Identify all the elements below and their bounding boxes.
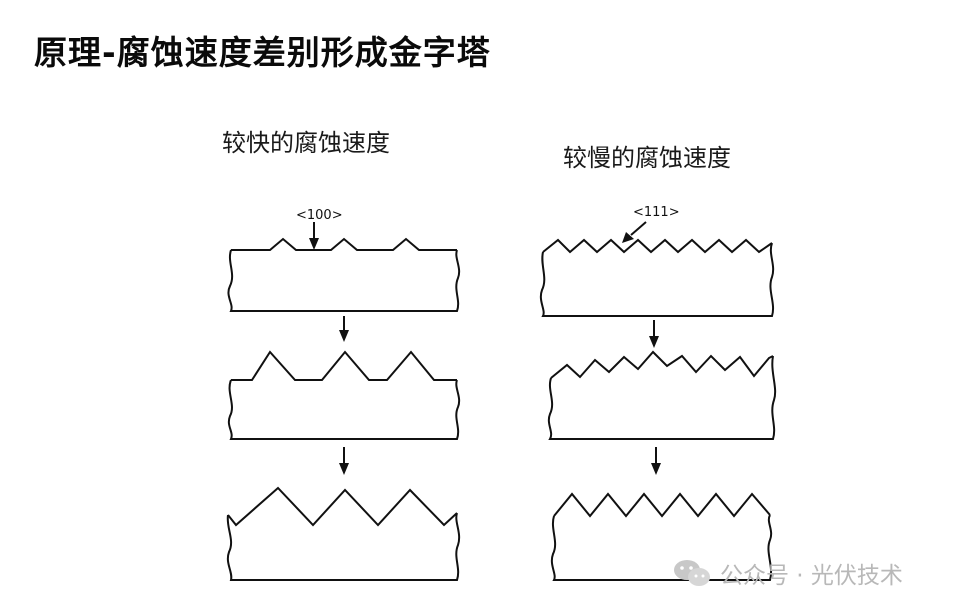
wechat-logo-icon (674, 560, 710, 586)
orientation-111-label: <111> (633, 205, 680, 220)
slow-etch-stage-3-block (550, 492, 773, 581)
fast-etch-rate-label: 较快的腐蚀速度 (222, 129, 390, 157)
fast-etch-flow-arrow-1 (339, 316, 349, 342)
page-title: 原理-腐蚀速度差别形成金字塔 (34, 33, 491, 72)
fast-etch-stage-1-block (227, 237, 461, 312)
orientation-100-label: <100> (296, 208, 343, 223)
slow-etch-flow-arrow-1 (649, 320, 659, 348)
fast-etch-stage-2-block (227, 350, 461, 440)
watermark-text: 公众号 · 光伏技术 (720, 563, 903, 589)
slow-etch-stage-2-block (547, 350, 777, 440)
orientation-111-pointer-arrow (622, 221, 647, 243)
fast-etch-stage-3-block (226, 486, 461, 581)
watermark: 公众号 · 光伏技术 (672, 556, 903, 590)
orientation-100-pointer-arrow (309, 222, 319, 250)
fast-etch-flow-arrow-2 (339, 447, 349, 475)
slow-etch-stage-1-block (539, 238, 775, 317)
slow-etch-rate-label: 较慢的腐蚀速度 (563, 144, 731, 172)
slow-etch-flow-arrow-2 (651, 447, 661, 475)
